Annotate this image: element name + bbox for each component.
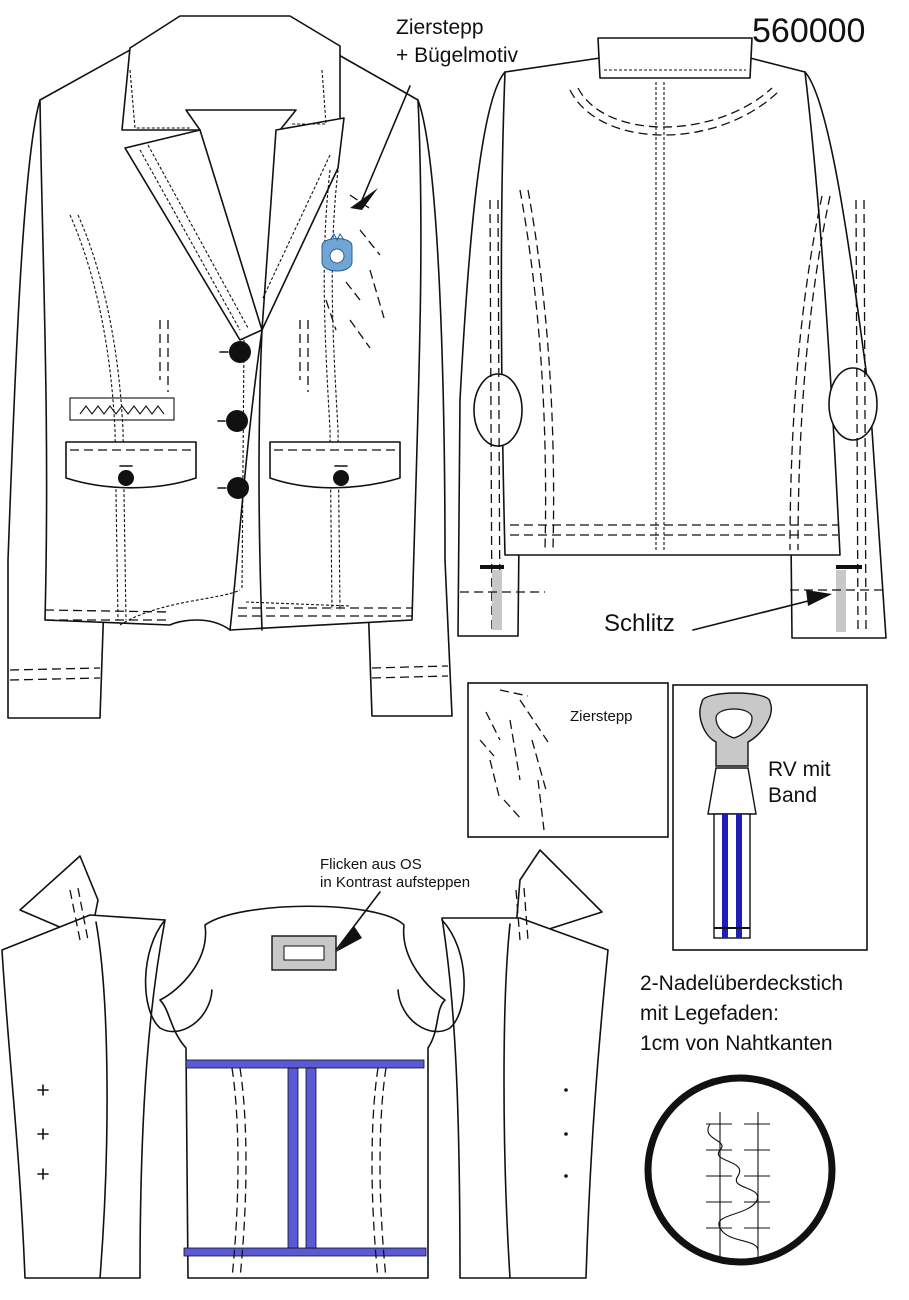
zierstepp-callout-line2: + Bügelmotiv <box>396 44 518 67</box>
left-flap-pocket <box>65 441 197 489</box>
coverstitch-icon <box>644 1074 836 1266</box>
inside-left-panel <box>1 914 166 1279</box>
schlitz-callout: Schlitz <box>604 610 675 637</box>
zipper-detail-box <box>672 684 868 951</box>
vent-left <box>492 570 502 630</box>
back-collar <box>597 37 753 79</box>
tape-top <box>185 1059 425 1069</box>
patch-callout-line1: Flicken aus OS <box>320 856 422 873</box>
front-body <box>39 49 422 631</box>
right-flap-pocket <box>269 441 401 489</box>
tape-bottom <box>183 1247 427 1257</box>
topstitch-detail-box <box>467 682 669 838</box>
zipper-icon <box>699 692 772 939</box>
inside-back-panel <box>159 905 446 1279</box>
crest-motif-icon <box>321 233 353 272</box>
front-right-lapel <box>261 117 345 331</box>
topstitch-box-label: Zierstepp <box>570 708 633 725</box>
patch-callout-line2: in Kontrast aufsteppen <box>320 874 471 891</box>
zipper-box-label-line1: RV mit <box>768 758 831 781</box>
back-body <box>500 57 841 556</box>
back-view-jacket <box>457 37 887 639</box>
tape-center-right <box>305 1067 317 1249</box>
pocket-button-right <box>333 470 349 486</box>
model-number: 560000 <box>752 12 866 50</box>
welt-pocket <box>69 397 175 421</box>
elbow-patch-right <box>828 367 878 441</box>
inside-view-jacket <box>1 849 609 1279</box>
front-button-3 <box>227 477 249 499</box>
front-view-jacket <box>7 15 453 719</box>
front-button-1 <box>229 341 251 363</box>
seam-note-line3: 1cm von Nahtkanten <box>640 1032 833 1055</box>
inside-right-panel <box>441 917 609 1279</box>
zierstepp-callout-line1: Zierstepp <box>396 16 484 39</box>
front-button-2 <box>226 410 248 432</box>
pocket-button-left <box>118 470 134 486</box>
seam-note-line2: mit Legefaden: <box>640 1002 779 1025</box>
vent-right <box>836 570 846 632</box>
tape-center-left <box>287 1067 299 1249</box>
zipper-box-label-line2: Band <box>768 784 818 807</box>
elbow-patch-left <box>473 373 523 447</box>
seam-note-line1: 2-Nadelüberdeckstich <box>640 972 844 995</box>
